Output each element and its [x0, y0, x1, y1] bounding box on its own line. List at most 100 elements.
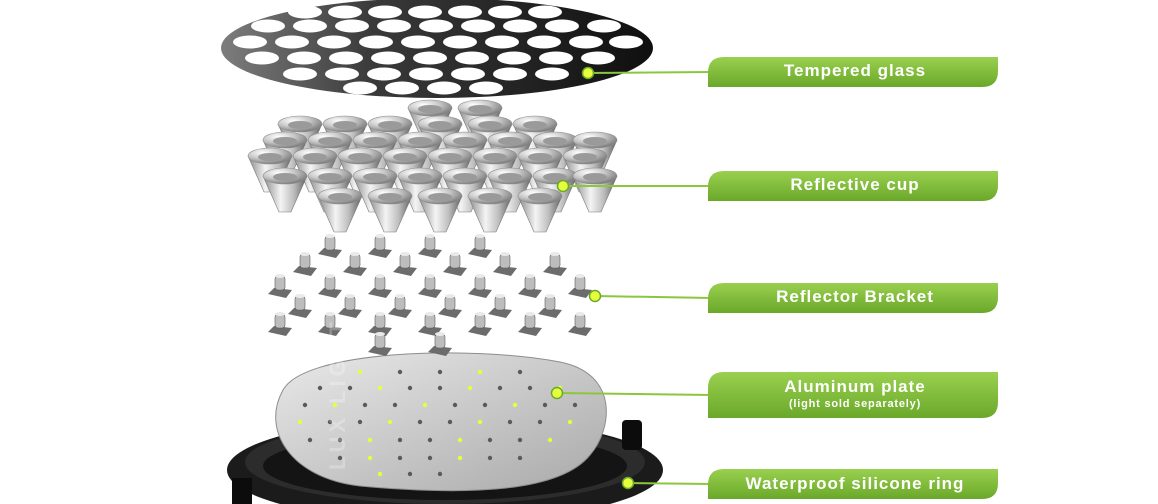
- reflective-cup: [467, 187, 513, 233]
- glass-lens-hole: [503, 19, 537, 33]
- reflector-bracket: [428, 332, 452, 356]
- plate-led-dot: [337, 437, 343, 443]
- reflective-cup: [262, 167, 308, 213]
- plate-led-dot: [452, 402, 458, 408]
- reflector-bracket: [443, 252, 467, 276]
- leader-dot: [550, 386, 564, 400]
- plate-led-dot: [377, 471, 383, 477]
- watermark-text: LUX LIGHT: [325, 318, 350, 470]
- glass-lens-hole: [368, 5, 402, 19]
- plate-led-dot: [302, 402, 308, 408]
- leader-line: [627, 482, 713, 485]
- glass-lens-hole: [569, 35, 603, 49]
- reflector-bracket: [368, 312, 392, 336]
- reflector-bracket: [418, 234, 442, 258]
- reflector-bracket: [518, 274, 542, 298]
- plate-led-dot: [357, 419, 363, 425]
- reflector-bracket: [538, 294, 562, 318]
- glass-lens-hole: [317, 35, 351, 49]
- glass-lens-hole: [443, 35, 477, 49]
- glass-lens-hole: [455, 51, 489, 65]
- reflector-bracket: [468, 274, 492, 298]
- reflector-bracket: [468, 312, 492, 336]
- reflector-bracket: [493, 252, 517, 276]
- glass-lens-hole: [587, 19, 621, 33]
- leader-dot: [588, 289, 602, 303]
- plate-led-dot: [337, 455, 343, 461]
- glass-lens-hole: [527, 35, 561, 49]
- callout-badge: [708, 372, 998, 418]
- plate-led-dot: [447, 419, 453, 425]
- reflector-bracket: [268, 312, 292, 336]
- reflector-bracket: [368, 332, 392, 356]
- plate-led-dot: [387, 419, 393, 425]
- glass-lens-hole: [329, 51, 363, 65]
- plate-led-dot: [487, 437, 493, 443]
- reflector-bracket: [488, 294, 512, 318]
- glass-lens-hole: [371, 51, 405, 65]
- glass-lens-hole: [451, 67, 485, 81]
- glass-lens-hole: [408, 5, 442, 19]
- leader-dot: [556, 179, 570, 193]
- plate-led-dot: [397, 369, 403, 375]
- glass-lens-hole: [367, 67, 401, 81]
- plate-led-dot: [527, 385, 533, 391]
- reflective-cup: [367, 187, 413, 233]
- reflector-bracket: [468, 234, 492, 258]
- glass-lens-hole: [488, 5, 522, 19]
- glass-lens-hole: [293, 19, 327, 33]
- plate-led-dot: [347, 385, 353, 391]
- glass-lens-hole: [539, 51, 573, 65]
- aluminum-plate-part: [275, 352, 607, 492]
- plate-led-dot: [297, 419, 303, 425]
- reflector-bracket: [338, 294, 362, 318]
- glass-lens-hole: [427, 81, 461, 95]
- plate-led-dot: [317, 385, 323, 391]
- plate-led-dot: [427, 455, 433, 461]
- glass-lens-hole: [497, 51, 531, 65]
- plate-led-dot: [507, 419, 513, 425]
- plate-led-dot: [477, 419, 483, 425]
- callout-sublabel-aluminum-plate: (light sold separately): [788, 398, 922, 410]
- plate-led-dot: [397, 455, 403, 461]
- reflector-bracket: [393, 252, 417, 276]
- callout-label-reflective-cup: Reflective cup: [790, 175, 920, 194]
- plate-led-dot: [362, 402, 368, 408]
- glass-lens-hole: [245, 51, 279, 65]
- plate-led-dot: [547, 437, 553, 443]
- glass-lens-hole: [377, 19, 411, 33]
- glass-lens-hole: [275, 35, 309, 49]
- plate-led-dot: [497, 385, 503, 391]
- reflective-cup: [417, 187, 463, 233]
- plate-led-dot: [457, 437, 463, 443]
- glass-lens-hole: [343, 81, 377, 95]
- reflector-bracket: [438, 294, 462, 318]
- glass-lens-hole: [328, 5, 362, 19]
- plate-led-dot: [437, 385, 443, 391]
- callout-badge: [708, 57, 998, 87]
- reflector-bracket: [568, 312, 592, 336]
- callout-label-aluminum-plate: Aluminum plate: [784, 377, 926, 396]
- reflector-bracket: [568, 274, 592, 298]
- glass-lens-hole: [251, 19, 285, 33]
- reflective-cup: [317, 187, 363, 233]
- plate-led-dot: [392, 402, 398, 408]
- glass-lens-hole: [609, 35, 643, 49]
- plate-led-dot: [307, 437, 313, 443]
- plate-led-dot: [407, 385, 413, 391]
- plate-led-dot: [332, 402, 338, 408]
- leader-lines: [550, 66, 713, 490]
- callout-badges: [708, 57, 998, 499]
- reflective-cup: [307, 167, 353, 213]
- reflector-bracket-part: [268, 234, 592, 356]
- reflector-bracket: [288, 294, 312, 318]
- reflector-bracket: [318, 234, 342, 258]
- glass-lens-hole: [448, 5, 482, 19]
- plate-led-dot: [542, 402, 548, 408]
- glass-lens-hole: [233, 35, 267, 49]
- plate-led-dot: [517, 437, 523, 443]
- glass-lens-hole: [283, 67, 317, 81]
- glass-lens-hole: [325, 67, 359, 81]
- reflector-bracket: [318, 274, 342, 298]
